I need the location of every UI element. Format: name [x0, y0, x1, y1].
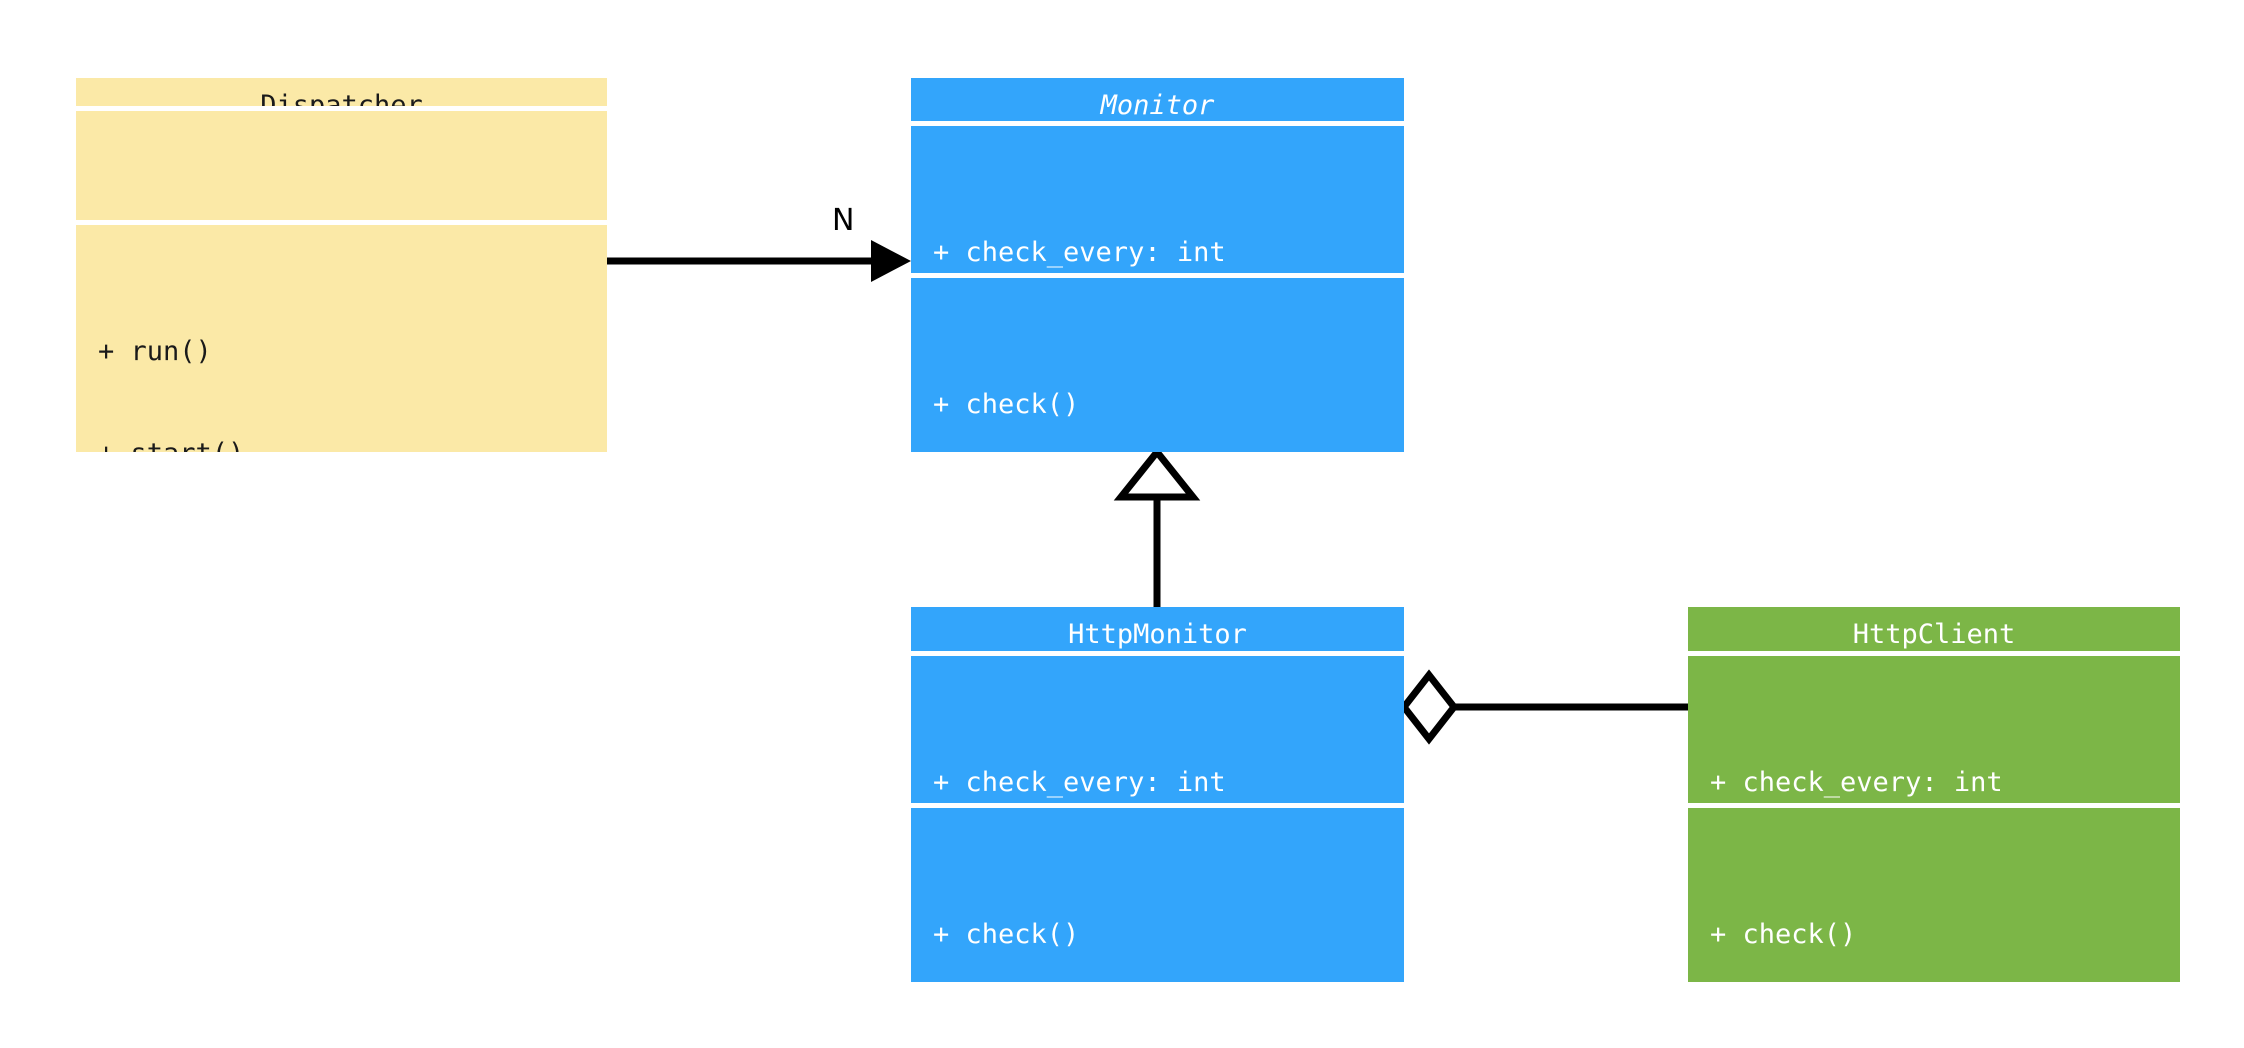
- methods-compartment-httpclient: + check(): [1688, 807, 2180, 982]
- class-title-httpmonitor: HttpMonitor: [911, 607, 1404, 651]
- compartment-separator: [76, 219, 607, 225]
- method-row: + check(): [1710, 918, 1857, 950]
- compartment-separator: [1688, 802, 2180, 808]
- class-title-httpclient: HttpClient: [1688, 607, 2180, 651]
- attributes-compartment-httpclient: + check_every: int: [1688, 655, 2180, 803]
- class-box-monitor[interactable]: Monitor + check_every: int + check(): [911, 78, 1404, 452]
- attributes-compartment-dispatcher: + monitors: [] Monitor: [76, 110, 607, 220]
- attribute-row: + check_every: int: [933, 237, 1226, 269]
- class-box-httpmonitor[interactable]: HttpMonitor + check_every: int + check(): [911, 607, 1404, 982]
- association-multiplicity-label: N: [832, 203, 855, 238]
- compartment-separator: [911, 650, 1404, 656]
- methods-compartment-httpmonitor: + check(): [911, 807, 1404, 982]
- compartment-separator: [911, 273, 1404, 279]
- class-title-monitor: Monitor: [911, 78, 1404, 122]
- class-box-dispatcher[interactable]: Dispatcher + monitors: [] Monitor + run(…: [76, 78, 607, 452]
- attributes-compartment-monitor: + check_every: int: [911, 126, 1404, 274]
- method-row: + run(): [98, 335, 212, 367]
- attributes-compartment-httpmonitor: + check_every: int: [911, 655, 1404, 803]
- method-row: + start(): [98, 437, 607, 452]
- class-title-dispatcher: Dispatcher: [76, 78, 607, 106]
- association-dispatcher-monitor: [607, 240, 911, 282]
- methods-compartment-monitor: + check(): [911, 278, 1404, 452]
- association-arrowhead-icon: [871, 240, 911, 282]
- compartment-separator: [1688, 650, 2180, 656]
- attribute-row: + check_every: int: [933, 766, 1226, 798]
- aggregation-httpclient-httpmonitor: [1399, 669, 1688, 745]
- method-row: + check(): [933, 389, 1080, 421]
- compartment-separator: [76, 105, 607, 111]
- class-box-httpclient[interactable]: HttpClient + check_every: int + check(): [1688, 607, 2180, 982]
- method-row: + check(): [933, 918, 1080, 950]
- methods-compartment-dispatcher: + run() + start() + stop(): [76, 224, 607, 452]
- attribute-row: + check_every: int: [1710, 766, 2003, 798]
- aggregation-diamond-icon: [1399, 669, 1459, 745]
- generalization-triangle-icon: [1113, 446, 1201, 501]
- compartment-separator: [911, 121, 1404, 127]
- generalization-httpmonitor-monitor: [1113, 446, 1201, 607]
- compartment-separator: [911, 802, 1404, 808]
